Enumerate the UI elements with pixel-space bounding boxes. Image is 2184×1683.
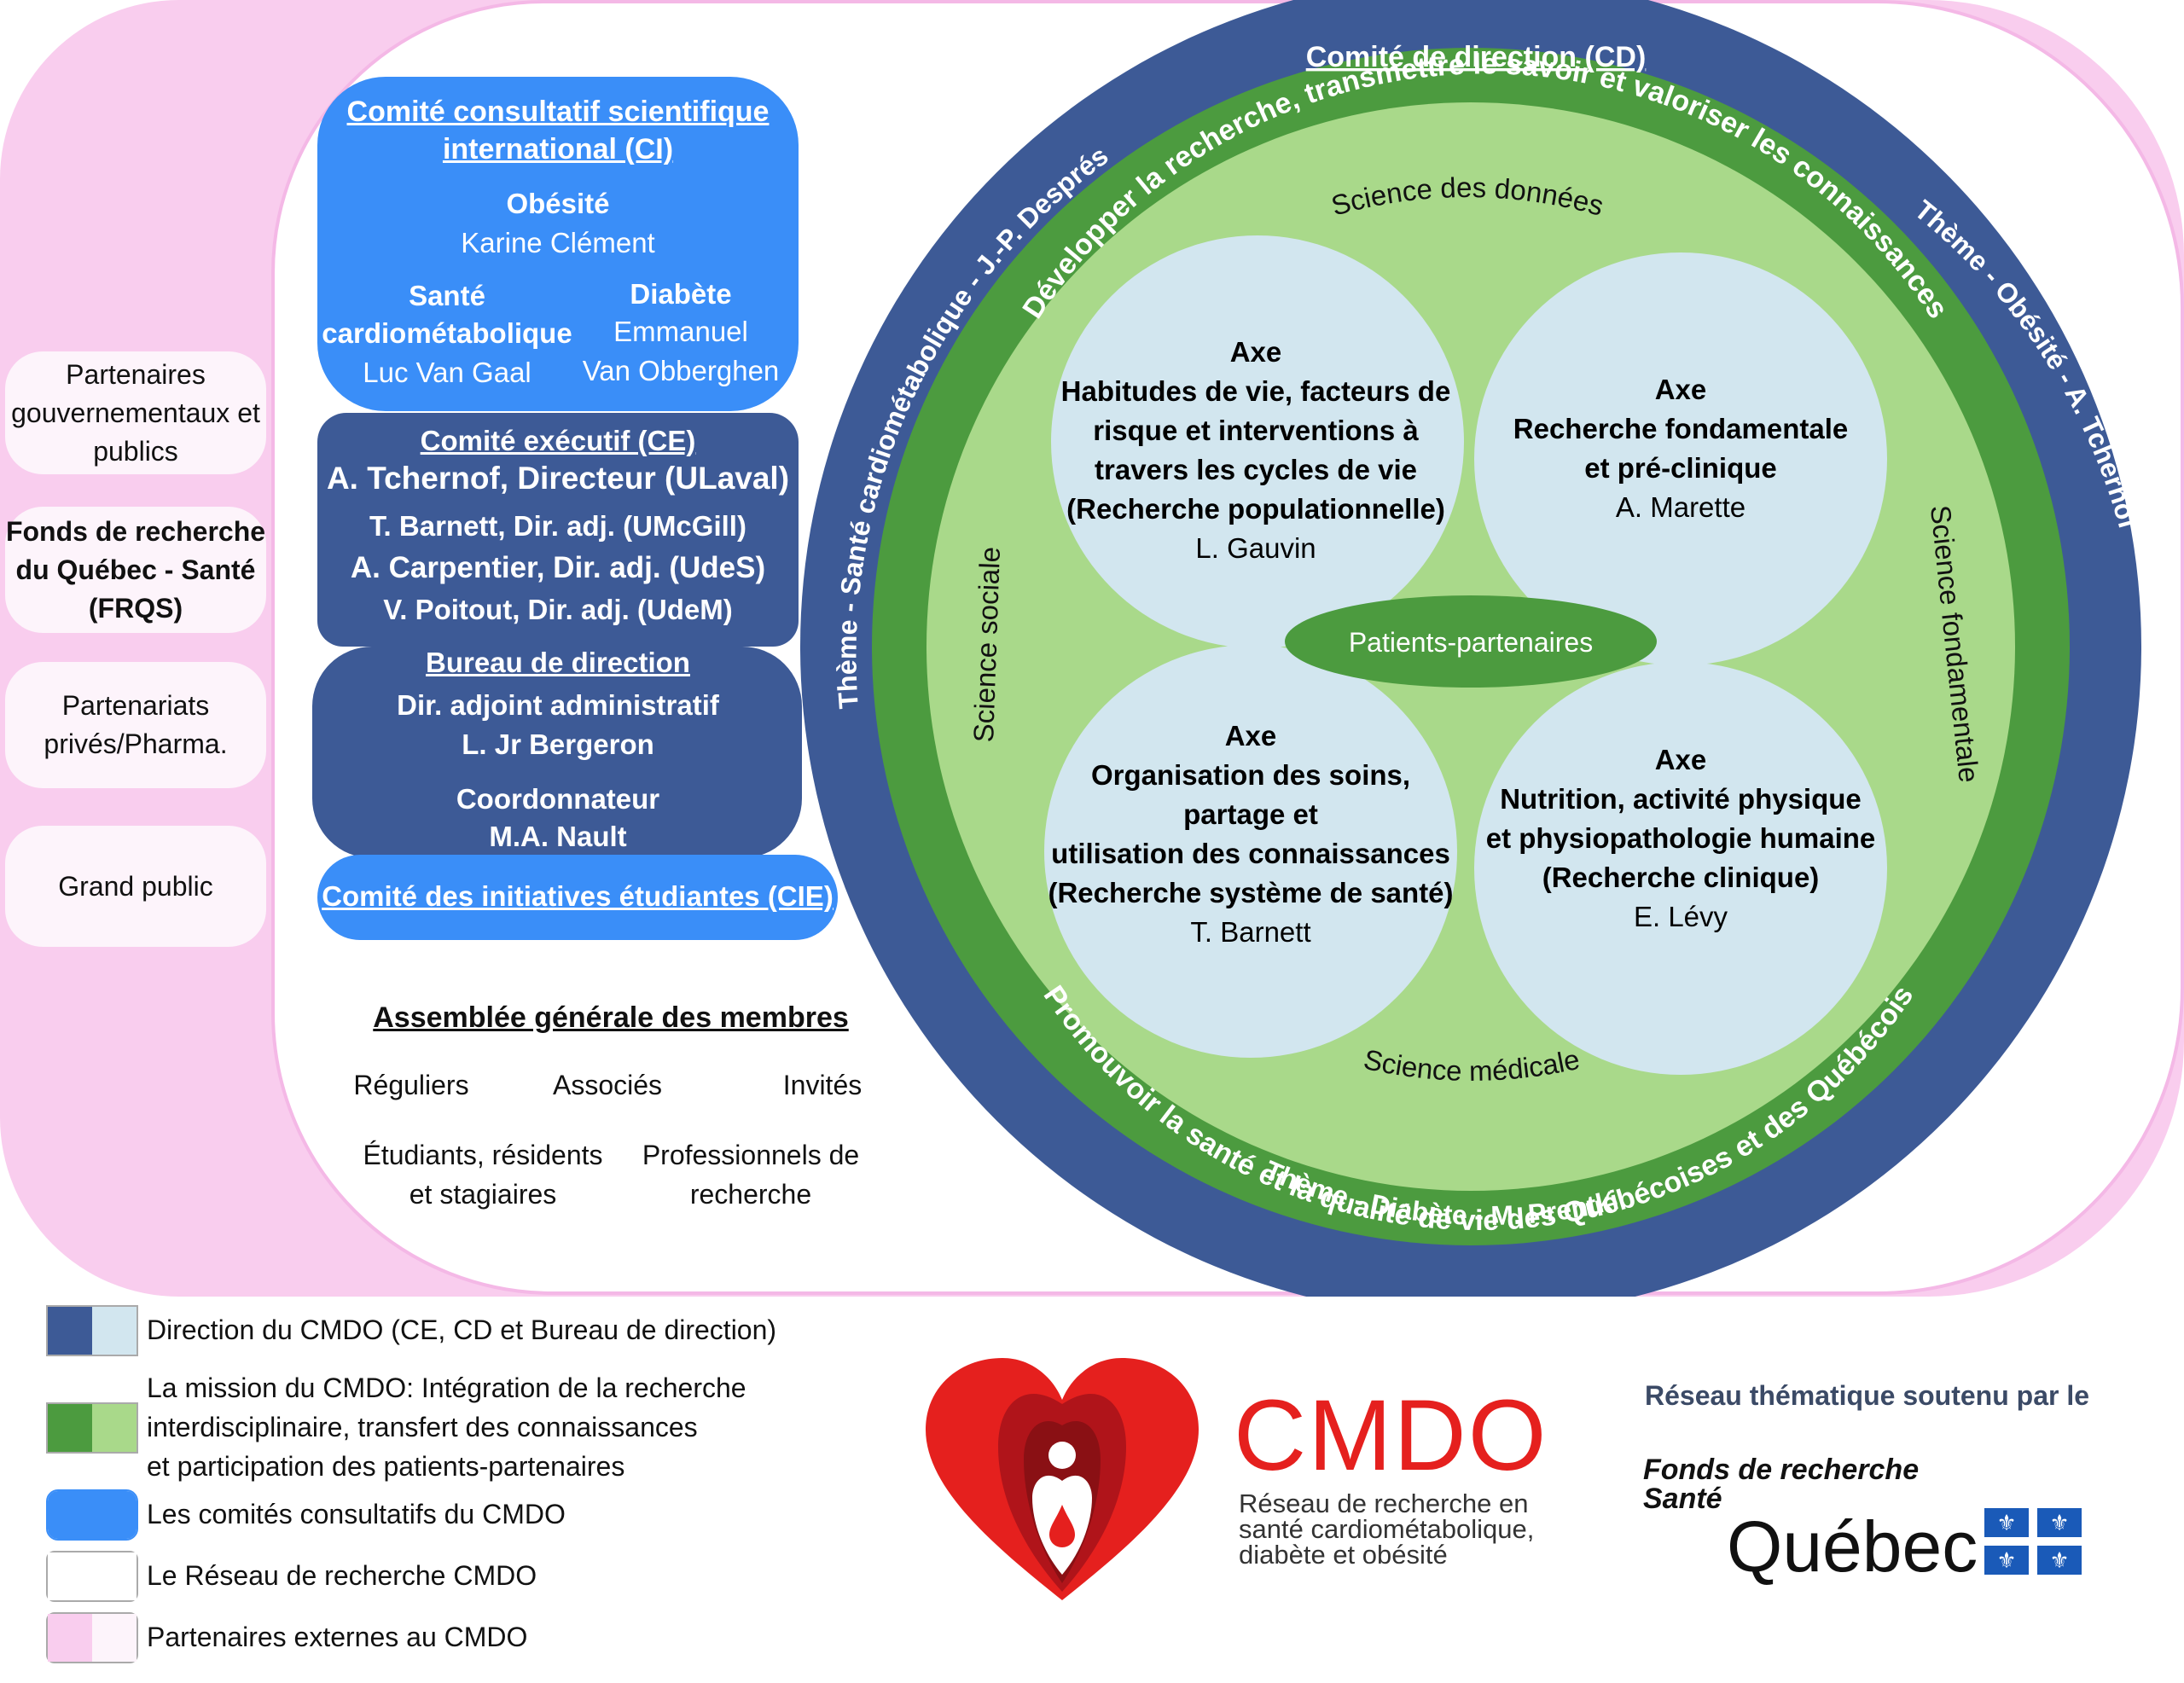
legend-item-reseau (46, 1551, 138, 1602)
bureau-name-1: L. Jr Bergeron (462, 728, 654, 760)
axe-circle-3 (1044, 645, 1457, 1058)
partner-frqs: Fonds de recherche du Québec - Santé (FR… (5, 507, 266, 633)
legend-item-comites (46, 1489, 138, 1541)
bureau-role-2: Coordonnateur (456, 783, 660, 815)
cmdo-logo-line-1: Réseau de recherche en (1239, 1489, 1529, 1518)
axe-circle-2 (1474, 252, 1887, 665)
axe-3-line-1: Organisation des soins, (1091, 759, 1410, 791)
ci-sante: Santé (409, 280, 485, 311)
patients-label: Patients-partenaires (1349, 627, 1593, 658)
cmdo-heart-logo (926, 1358, 1199, 1600)
frqs-sante: Santé (1643, 1483, 1722, 1515)
legend-item-partenaires (46, 1612, 138, 1663)
assembly-etudiants-1: Étudiants, résidents (363, 1140, 603, 1170)
legend-text-mission-3: et participation des patients-partenaire… (147, 1451, 625, 1482)
cie-committee-box: Comité des initiatives étudiantes (CIE) (317, 855, 838, 940)
axe-1-line-4: (Recherche populationnelle) (1066, 493, 1445, 525)
ci-obesite-name: Karine Clément (461, 227, 655, 258)
axe-4-line-2: et physiopathologie humaine (1486, 822, 1876, 854)
assembly-associes: Associés (552, 1070, 663, 1100)
axe-1-lead: L. Gauvin (1195, 532, 1316, 564)
ce-member-3: V. Poitout, Dir. adj. (UdeM) (383, 594, 733, 625)
legend-text-reseau: Le Réseau de recherche CMDO (147, 1560, 537, 1591)
cie-title: Comité des initiatives étudiantes (CIE) (322, 880, 834, 912)
legend-swatch-comites (46, 1489, 138, 1541)
ci-committee-box: Comité consultatif scientifique internat… (317, 77, 799, 411)
axe-3-label: Axe (1225, 720, 1277, 752)
legend-item-direction (46, 1305, 138, 1356)
ci-diabete: Diabète (630, 278, 732, 310)
legend-item-mission (46, 1402, 138, 1454)
ci-title-1: Comité consultatif scientifique (346, 96, 770, 128)
science-sociale-label: Science sociale (967, 546, 1006, 742)
axe-1-line-1: Habitudes de vie, facteurs de (1061, 375, 1451, 407)
axe-3-line-4: (Recherche système de santé) (1048, 877, 1453, 908)
ce-member-2: A. Carpentier, Dir. adj. (UdeS) (350, 551, 766, 584)
assembly-reguliers: Réguliers (353, 1070, 469, 1100)
axe-4-line-1: Nutrition, activité physique (1500, 783, 1862, 815)
bureau-box: Bureau de direction Dir. adjoint adminis… (312, 647, 802, 858)
axe-4-label: Axe (1655, 744, 1707, 775)
axe-3-lead: T. Barnett (1190, 916, 1310, 948)
legend-swatch-partenaires (46, 1612, 138, 1663)
axe-2-label: Axe (1655, 374, 1707, 405)
legend-text-mission-1: La mission du CMDO: Intégration de la re… (147, 1373, 746, 1403)
axe-circle-4 (1474, 662, 1887, 1075)
axe-4-line-3: (Recherche clinique) (1542, 862, 1820, 893)
frqs-supported-text: Réseau thématique soutenu par le (1645, 1380, 2090, 1411)
axe-2-line-2: et pré-clinique (1584, 452, 1777, 484)
assembly-pros-1: Professionnels de (642, 1140, 860, 1170)
frqs-fonds: Fonds de recherche (1643, 1454, 1920, 1486)
ci-obesite: Obésité (506, 188, 610, 219)
bureau-title: Bureau de direction (426, 647, 690, 678)
ce-member-1: T. Barnett, Dir. adj. (UMcGill) (369, 510, 746, 542)
cmdo-logo-line-2: santé cardiométabolique, (1239, 1514, 1535, 1544)
legend-swatch-mission (46, 1402, 138, 1454)
axe-3-line-2: partage et (1183, 798, 1318, 830)
axe-2-lead: A. Marette (1616, 491, 1745, 523)
cmdo-logo-name: CMDO (1234, 1379, 1548, 1492)
legend-text-direction: Direction du CMDO (CE, CD et Bureau de d… (147, 1314, 777, 1345)
bureau-role-1: Dir. adjoint administratif (397, 689, 719, 721)
ci-diabete-name-2: Van Obberghen (582, 355, 780, 386)
legend-text-mission-2: interdisciplinaire, transfert des connai… (147, 1412, 698, 1442)
cmdo-circle-diagram: Comité de direction (CD) Thème - Santé c… (800, 0, 2141, 1297)
ce-director: A. Tchernof, Directeur (ULaval) (326, 461, 790, 496)
cmdo-logo-line-3: diabète et obésité (1239, 1540, 1448, 1570)
ci-title-2: international (CI) (442, 133, 674, 165)
assembly-invites: Invités (782, 1070, 863, 1100)
partner-pharma: Partenariats privés/Pharma. (5, 662, 266, 788)
quebec-flag-icon: ⚜ ⚜ ⚜ ⚜ (1984, 1508, 2082, 1575)
cd-title: Comité de direction (CD) (1306, 41, 1647, 73)
ci-diabete-name-1: Emmanuel (613, 316, 748, 347)
ci-sante-name: Luc Van Gaal (363, 357, 531, 388)
axe-circle-1 (1051, 235, 1464, 648)
ce-committee-box: Comité exécutif (CE) A. Tchernof, Direct… (317, 413, 799, 647)
partner-government: Partenaires gouvernementaux et publics (5, 351, 266, 474)
axe-2-line-1: Recherche fondamentale (1513, 413, 1848, 444)
legend-text-comites: Les comités consultatifs du CMDO (147, 1499, 566, 1529)
assembly-etudiants-2: et stagiaires (409, 1179, 557, 1210)
legend-swatch-reseau (46, 1551, 138, 1602)
axe-1-line-3: travers les cycles de vie (1095, 454, 1417, 485)
axe-1-label: Axe (1230, 336, 1282, 368)
assembly-pros-2: recherche (689, 1179, 812, 1210)
axe-3-line-3: utilisation des connaissances (1051, 838, 1450, 869)
assembly-title: Assemblée générale des membres (373, 1001, 849, 1034)
axe-4-lead: E. Lévy (1634, 901, 1728, 932)
bureau-name-2: M.A. Nault (489, 821, 627, 852)
patients-ellipse (1285, 595, 1657, 688)
partner-public: Grand public (5, 826, 266, 947)
legend-swatch-direction (46, 1305, 138, 1356)
ci-sante-2: cardiométabolique (322, 317, 572, 349)
frqs-quebec: Québec (1727, 1506, 1978, 1587)
axe-1-line-2: risque et interventions à (1093, 415, 1419, 446)
ce-title: Comité exécutif (CE) (420, 425, 696, 456)
legend-text-partenaires: Partenaires externes au CMDO (147, 1622, 528, 1652)
